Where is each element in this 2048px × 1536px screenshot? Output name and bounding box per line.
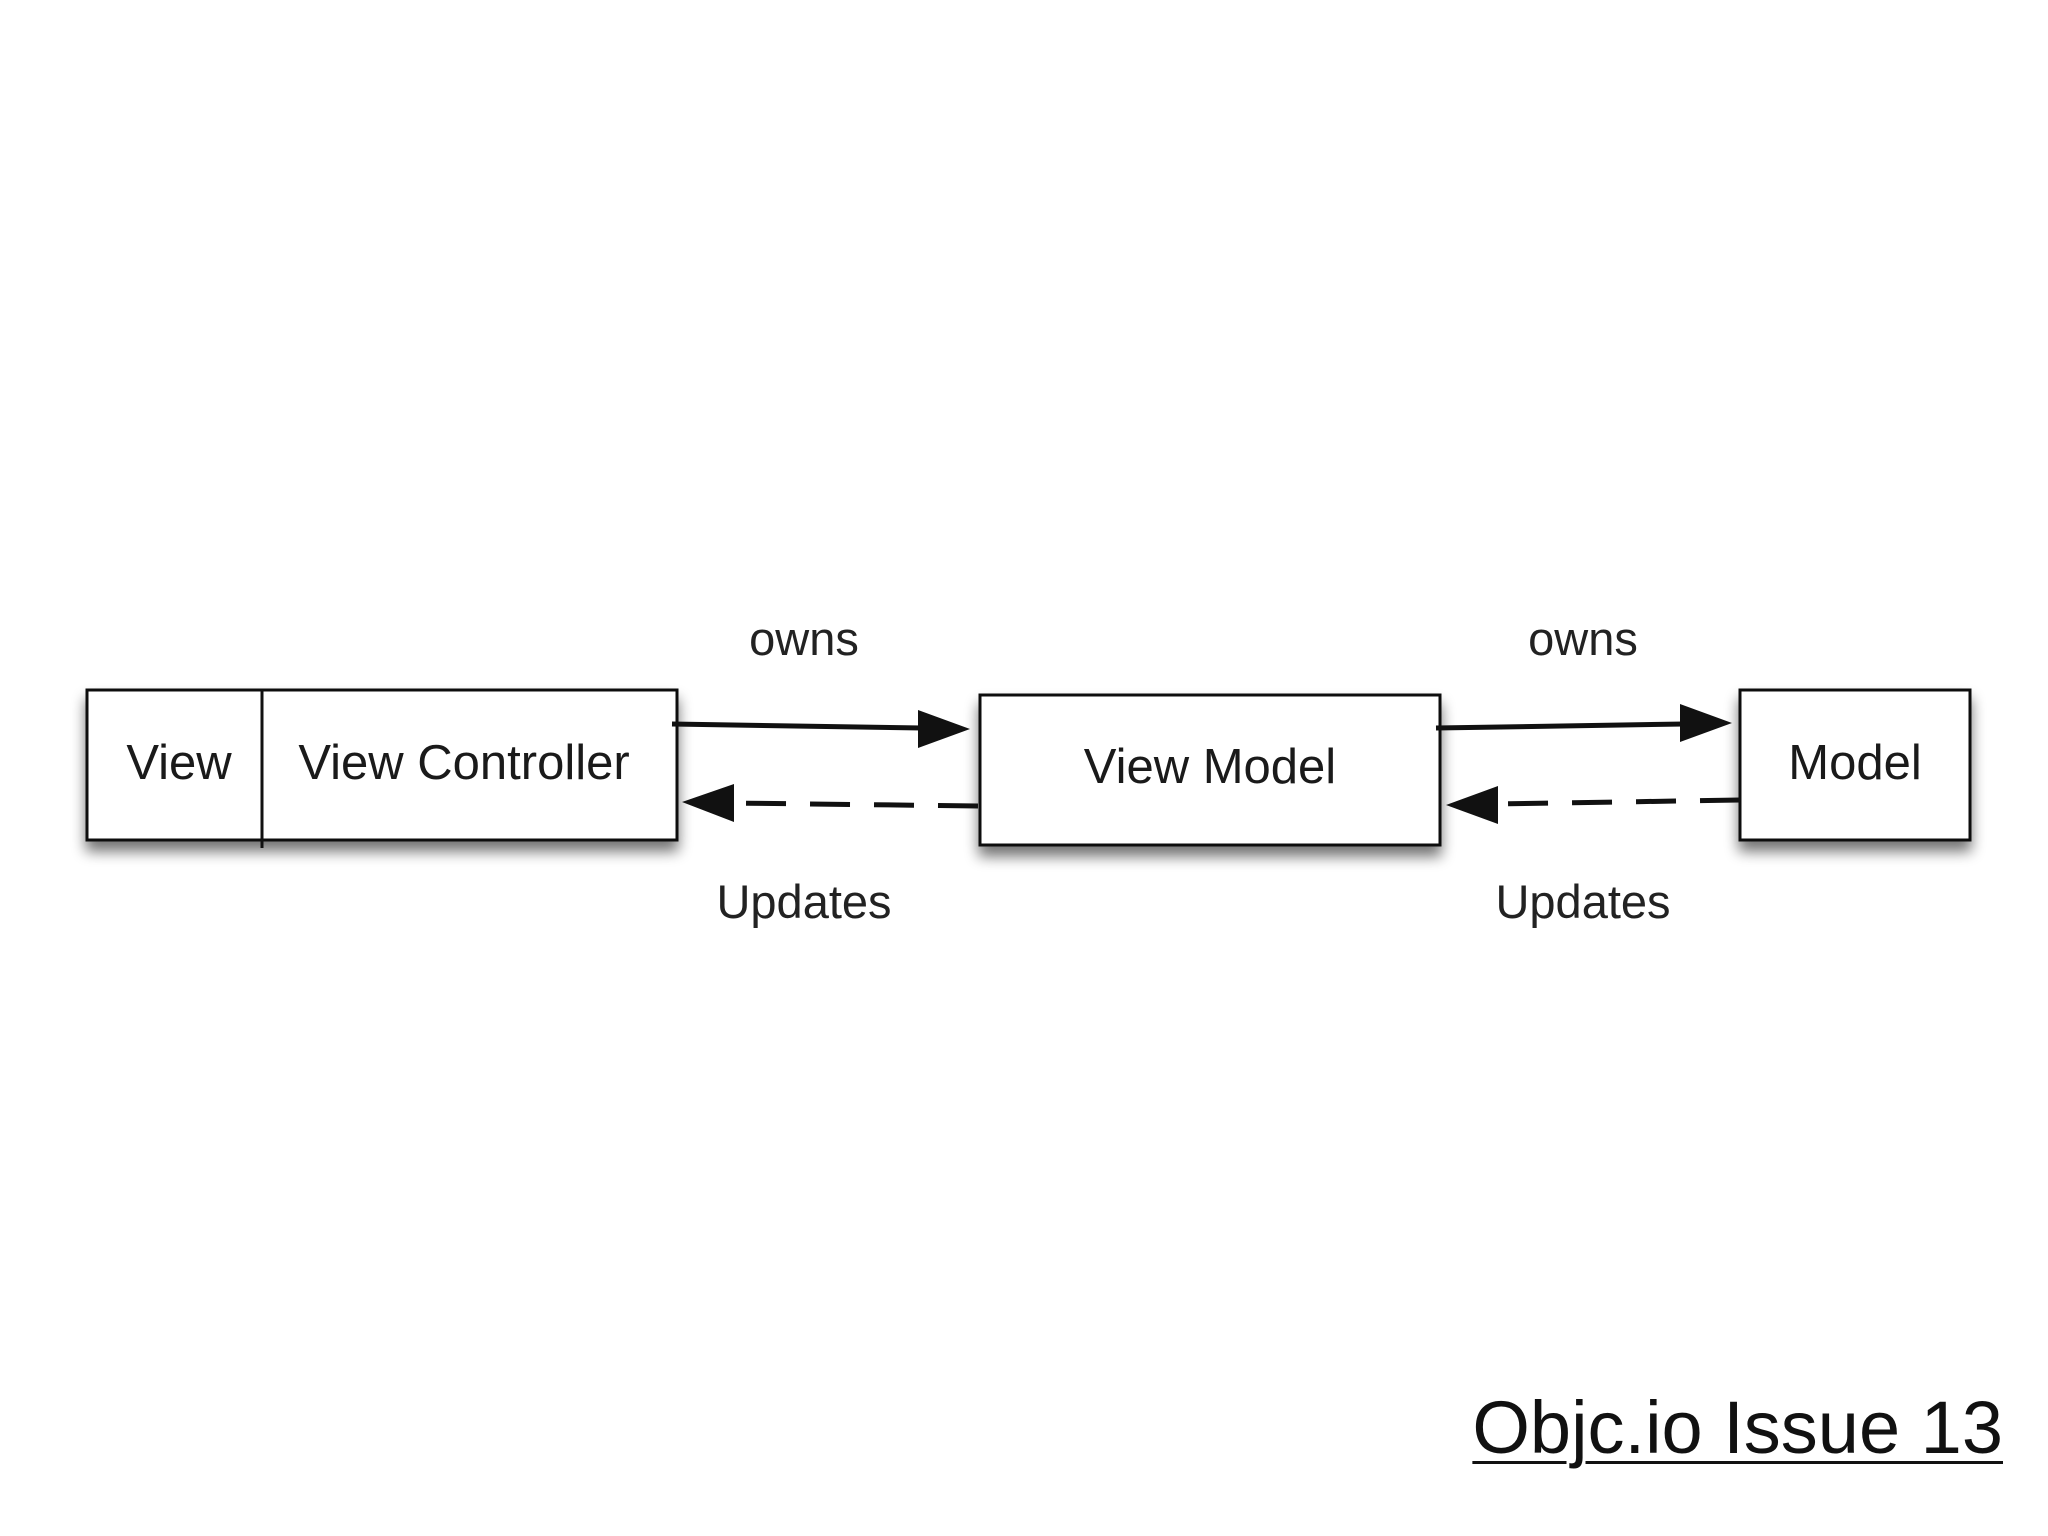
updates-label-right: Updates: [1495, 875, 1670, 928]
view-model-node: View Model: [978, 693, 1442, 847]
model-node: Model: [1738, 688, 1972, 842]
view-model-box: [978, 693, 1442, 847]
updates-line-left: [729, 800, 979, 809]
updates-label-left: Updates: [716, 875, 891, 928]
view-model-label: View Model: [1084, 740, 1336, 794]
updates-arrow-right: [1446, 786, 1741, 824]
owns-arrowhead-right: [1680, 704, 1732, 742]
owns-label-left: owns: [749, 612, 859, 665]
owns-arrow-right: [1435, 704, 1732, 742]
updates-arrow-left: [682, 784, 979, 822]
owns-label-right: owns: [1528, 612, 1638, 665]
view-controller-box: [85, 688, 679, 842]
owns-line-right: [1435, 721, 1685, 731]
owns-arrow-left: [671, 710, 970, 748]
view-controller-node: View View Controller: [85, 688, 679, 848]
updates-line-right: [1493, 797, 1741, 807]
model-box: [1738, 688, 1972, 842]
view-controller-label: View Controller: [298, 736, 629, 790]
updates-arrowhead-right: [1446, 786, 1498, 824]
view-label: View: [126, 736, 232, 790]
model-label: Model: [1788, 736, 1921, 790]
updates-arrowhead-left: [682, 784, 734, 822]
source-link[interactable]: Objc.io Issue 13: [1472, 1386, 2003, 1469]
owns-arrowhead-left: [918, 710, 970, 748]
owns-line-left: [671, 721, 923, 731]
